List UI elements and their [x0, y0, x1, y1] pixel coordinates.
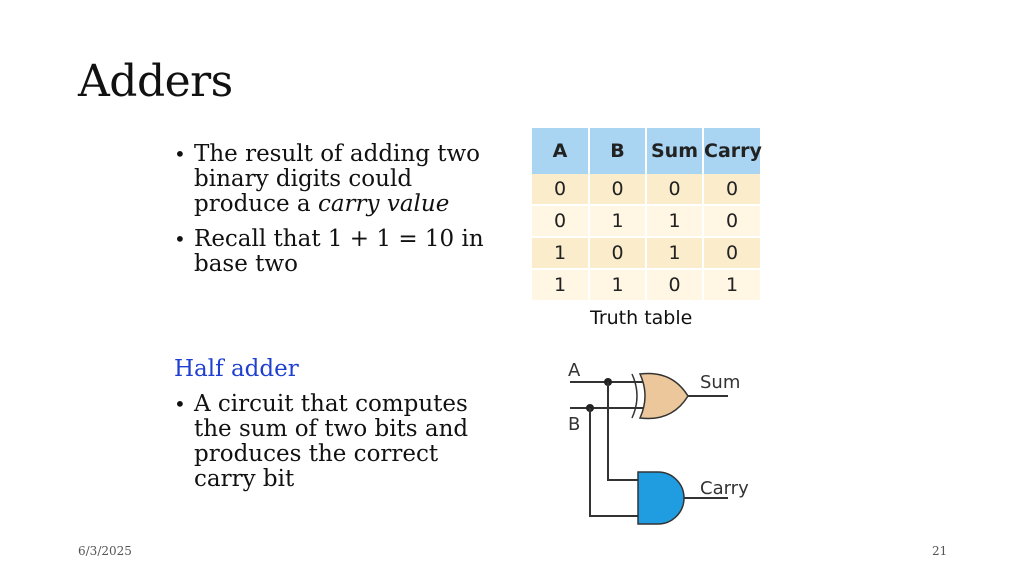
truth-table-caption: Truth table: [590, 307, 693, 329]
xor-gate: [638, 372, 689, 420]
header-carry: Carry: [703, 128, 762, 174]
label-a: A: [568, 360, 581, 381]
footer-date: 6/3/2025: [78, 544, 132, 558]
half-adder-circuit-diagram: A B Sum Carry: [568, 360, 749, 525]
table-cell: 0: [589, 237, 647, 270]
wire-a-to-and: [607, 382, 638, 481]
slide-title: Adders: [78, 56, 233, 107]
truth-table: A B Sum Carry 0 0 0 0 0 1 1 0 1 0 1 0 1 …: [532, 128, 762, 302]
bullet-list: The result of adding two binary digits c…: [174, 142, 494, 287]
page-number: 21: [932, 544, 948, 558]
bullet-half-adder: A circuit that computes the sum of two b…: [174, 392, 484, 492]
emphasis-carry-value: carry value: [317, 191, 450, 217]
and-gate: [637, 471, 685, 525]
label-carry: Carry: [700, 478, 749, 499]
wire-b-to-and: [589, 408, 638, 517]
table-cell: 1: [532, 237, 590, 270]
table-row: 0 1 1 0: [532, 205, 760, 238]
table-cell: 0: [703, 237, 760, 270]
table-cell: 0: [646, 174, 704, 206]
table-cell: 1: [532, 269, 590, 302]
label-sum: Sum: [700, 372, 740, 393]
label-b: B: [568, 414, 580, 435]
bullet-recall: Recall that 1 + 1 = 10 in base two: [174, 227, 494, 277]
half-adder-heading: Half adder: [174, 356, 299, 382]
bullet-carry-value: The result of adding two binary digits c…: [174, 142, 494, 217]
table-cell: 0: [703, 205, 760, 238]
table-cell: 0: [646, 269, 704, 302]
table-cell: 1: [589, 205, 647, 238]
bullet-text: A circuit that computes the sum of two b…: [194, 391, 469, 492]
table-row: 0 0 0 0: [532, 174, 760, 206]
half-adder-bullet-list: A circuit that computes the sum of two b…: [174, 392, 484, 502]
table-cell: 0: [532, 205, 590, 238]
header-a: A: [532, 128, 590, 174]
table-cell: 1: [589, 269, 647, 302]
header-b: B: [589, 128, 647, 174]
table-cell: 0: [703, 174, 760, 206]
header-sum: Sum: [646, 128, 704, 174]
table-cell: 1: [646, 237, 704, 270]
truth-table-header-row: A B Sum Carry: [532, 128, 762, 174]
xor-input-curve: [631, 373, 638, 419]
bullet-text: Recall that 1 + 1 = 10 in base two: [194, 226, 484, 277]
table-cell: 1: [703, 269, 760, 302]
table-row: 1 0 1 0: [532, 237, 760, 270]
table-cell: 0: [532, 174, 590, 206]
table-row: 1 1 0 1: [532, 269, 760, 302]
bullet-text: The result of adding two binary digits c…: [194, 141, 481, 217]
table-cell: 1: [646, 205, 704, 238]
table-cell: 0: [589, 174, 647, 206]
